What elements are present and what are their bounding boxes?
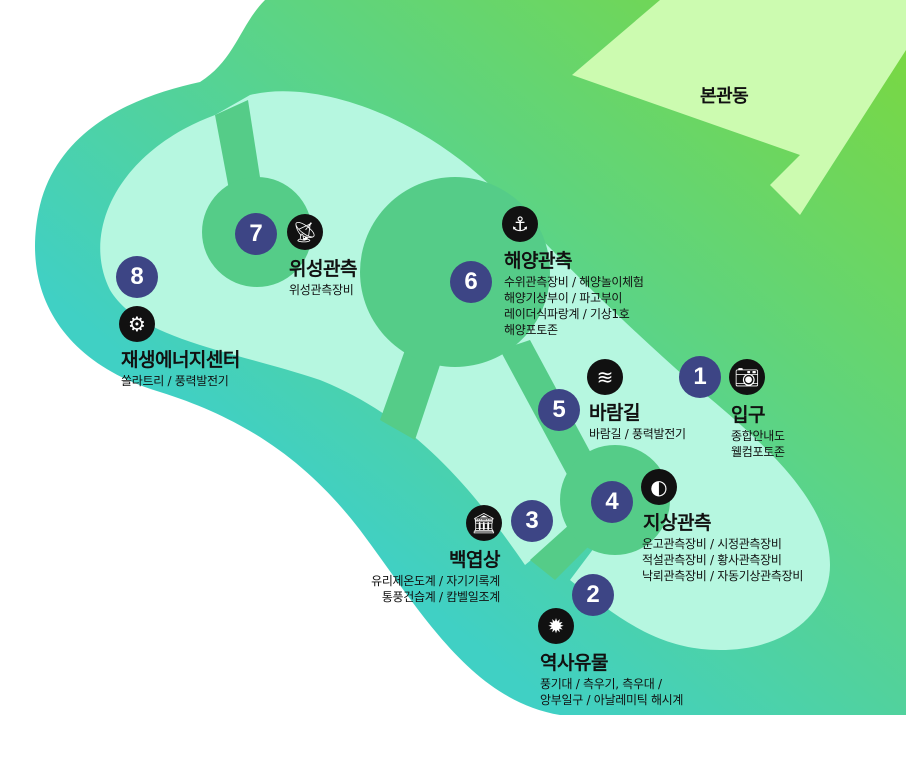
station-6-title[interactable]: 해양관측: [504, 250, 572, 272]
station-1-title[interactable]: 입구: [731, 404, 765, 426]
station-5-badge[interactable]: 5: [538, 389, 580, 431]
building-label: 본관동: [700, 86, 749, 107]
building-area: [572, 0, 906, 215]
station-8-title[interactable]: 재생에너지센터: [121, 349, 240, 371]
station-6-badge[interactable]: 6: [450, 261, 492, 303]
station-8-badge[interactable]: 8: [116, 256, 158, 298]
station-5-items: 바람길 / 풍력발전기: [589, 427, 686, 441]
station-2-items: 풍기대 / 측우기, 측우대 /앙부일구 / 아날레미틱 해시계: [540, 677, 684, 707]
museum-icon: 🏛︎: [466, 505, 502, 541]
station-8-items: 쏠라트리 / 풍력발전기: [121, 374, 229, 388]
camera-icon: 📷︎: [729, 359, 765, 395]
gear-icon: ⚙︎: [119, 306, 155, 342]
station-7-items: 위성관측장비: [289, 283, 354, 297]
half-circle-icon: ◐: [641, 469, 677, 505]
station-1-badge[interactable]: 1: [679, 356, 721, 398]
anchor-icon: ⚓︎: [502, 206, 538, 242]
station-7-title[interactable]: 위성관측: [289, 258, 357, 280]
station-7-badge[interactable]: 7: [235, 213, 277, 255]
station-5-title[interactable]: 바람길: [589, 402, 640, 424]
sun-icon: ✹: [538, 608, 574, 644]
station-4-title[interactable]: 지상관측: [643, 512, 711, 534]
station-4-badge[interactable]: 4: [591, 481, 633, 523]
station-2-badge[interactable]: 2: [572, 574, 614, 616]
satellite-dish-icon: 📡︎: [287, 214, 323, 250]
station-3-badge[interactable]: 3: [511, 500, 553, 542]
station-3-title[interactable]: 백엽상: [449, 549, 500, 571]
station-2-title[interactable]: 역사유물: [540, 652, 608, 674]
wind-icon: ≋: [587, 359, 623, 395]
